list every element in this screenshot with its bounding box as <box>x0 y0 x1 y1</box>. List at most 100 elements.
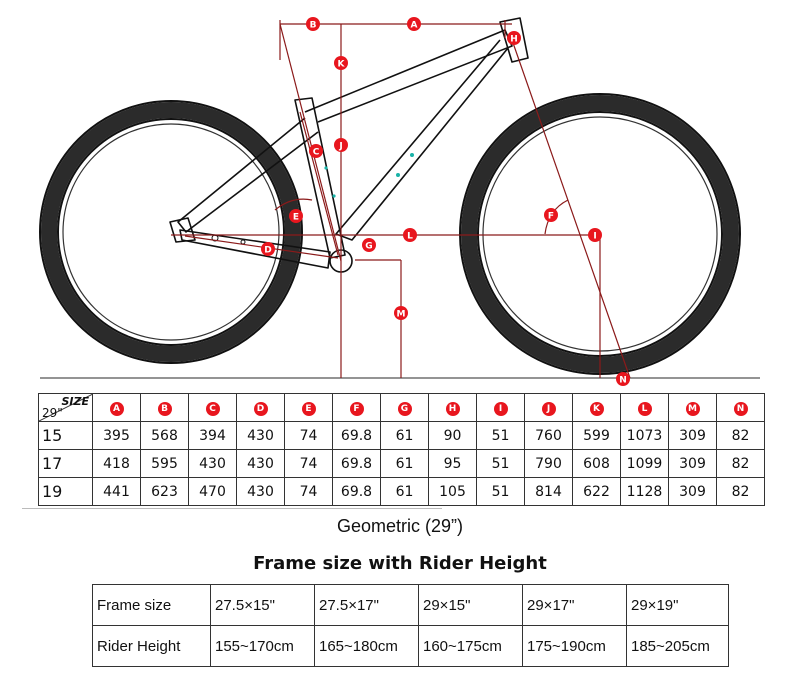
col-letter: N <box>733 402 748 416</box>
value-cell: 430 <box>188 449 237 478</box>
marker-n: N <box>616 372 630 386</box>
value-cell: 69.8 <box>332 421 381 450</box>
svg-text:M: M <box>397 310 406 320</box>
col-letter: D <box>253 402 268 416</box>
col-header: E <box>284 393 333 422</box>
col-header: G <box>380 393 429 422</box>
value-cell: 90 <box>428 421 477 450</box>
corner-size-label: SIZE <box>61 395 89 408</box>
svg-text:H: H <box>510 35 518 45</box>
frame-size-cell: 27.5×17" <box>314 584 419 626</box>
value-cell: 430 <box>236 421 285 450</box>
marker-a: A <box>407 17 421 31</box>
col-header: A <box>92 393 141 422</box>
col-letter: H <box>445 402 460 416</box>
table-row: Rider Height 155~170cm 165~180cm 160~175… <box>92 625 729 667</box>
rider-height-cell: 165~180cm <box>314 625 419 667</box>
value-cell: 568 <box>140 421 189 450</box>
value-cell: 51 <box>476 477 525 506</box>
marker-e: E <box>289 209 303 223</box>
value-cell: 595 <box>140 449 189 478</box>
bike-frame <box>169 17 529 273</box>
value-cell: 814 <box>524 477 573 506</box>
rear-wheel <box>39 100 303 364</box>
value-cell: 309 <box>668 477 717 506</box>
value-cell: 790 <box>524 449 573 478</box>
corner-wheel-label: 29" <box>42 406 63 420</box>
value-cell: 599 <box>572 421 621 450</box>
col-header: B <box>140 393 189 422</box>
value-cell: 1099 <box>620 449 669 478</box>
value-cell: 105 <box>428 477 477 506</box>
value-cell: 74 <box>284 421 333 450</box>
col-letter: J <box>541 402 556 416</box>
col-letter: E <box>301 402 316 416</box>
col-header: L <box>620 393 669 422</box>
size-corner-cell: SIZE 29" <box>38 393 93 422</box>
value-cell: 74 <box>284 477 333 506</box>
frame-size-cell: 29×19" <box>626 584 729 626</box>
svg-text:A: A <box>411 21 418 31</box>
value-cell: 69.8 <box>332 449 381 478</box>
row-label: Rider Height <box>92 625 211 667</box>
col-header: F <box>332 393 381 422</box>
value-cell: 51 <box>476 421 525 450</box>
col-letter: K <box>589 402 604 416</box>
rider-height-cell: 155~170cm <box>210 625 315 667</box>
row-label: Frame size <box>92 584 211 626</box>
value-cell: 61 <box>380 477 429 506</box>
value-cell: 622 <box>572 477 621 506</box>
rider-height-table: Frame size 27.5×15" 27.5×17" 29×15" 29×1… <box>92 584 729 667</box>
marker-j: J <box>334 138 348 152</box>
col-letter: I <box>493 402 508 416</box>
col-header: M <box>668 393 717 422</box>
svg-text:N: N <box>619 376 627 386</box>
marker-d: D <box>261 242 275 256</box>
value-cell: 69.8 <box>332 477 381 506</box>
value-cell: 430 <box>236 449 285 478</box>
rider-height-cell: 175~190cm <box>522 625 627 667</box>
value-cell: 1128 <box>620 477 669 506</box>
col-letter: F <box>349 402 364 416</box>
col-header: C <box>188 393 237 422</box>
svg-text:G: G <box>365 242 372 252</box>
value-cell: 51 <box>476 449 525 478</box>
svg-text:D: D <box>264 246 271 256</box>
value-cell: 441 <box>92 477 141 506</box>
marker-b: B <box>306 17 320 31</box>
value-cell: 418 <box>92 449 141 478</box>
geometry-caption: Geometric (29”) <box>336 516 464 536</box>
size-cell: 15 <box>38 421 93 450</box>
svg-text:C: C <box>313 148 320 158</box>
marker-g: G <box>362 238 376 252</box>
value-cell: 74 <box>284 449 333 478</box>
marker-h: H <box>507 31 521 45</box>
corner-diagonal <box>39 394 93 421</box>
value-cell: 395 <box>92 421 141 450</box>
value-cell: 309 <box>668 421 717 450</box>
geometry-header-row: SIZE 29" A B C D E F G H I J K L M N <box>38 393 765 422</box>
frame-size-cell: 29×15" <box>418 584 523 626</box>
col-letter: L <box>637 402 652 416</box>
marker-l: L <box>403 228 417 242</box>
value-cell: 623 <box>140 477 189 506</box>
frame-size-cell: 27.5×15" <box>210 584 315 626</box>
value-cell: 608 <box>572 449 621 478</box>
marker-f: F <box>544 208 558 222</box>
svg-text:E: E <box>293 213 299 223</box>
value-cell: 82 <box>716 477 765 506</box>
value-cell: 82 <box>716 421 765 450</box>
rider-height-cell: 160~175cm <box>418 625 523 667</box>
value-cell: 1073 <box>620 421 669 450</box>
divider <box>22 508 442 509</box>
svg-text:F: F <box>548 212 554 222</box>
table-row: Frame size 27.5×15" 27.5×17" 29×15" 29×1… <box>92 584 729 626</box>
rider-height-title: Frame size with Rider Height <box>253 553 547 574</box>
col-header: I <box>476 393 525 422</box>
col-header: D <box>236 393 285 422</box>
value-cell: 470 <box>188 477 237 506</box>
col-letter: M <box>685 402 700 416</box>
table-row: 15 395 568 394 430 74 69.8 61 90 51 760 … <box>38 421 765 450</box>
frame-size-cell: 29×17" <box>522 584 627 626</box>
size-cell: 19 <box>38 477 93 506</box>
